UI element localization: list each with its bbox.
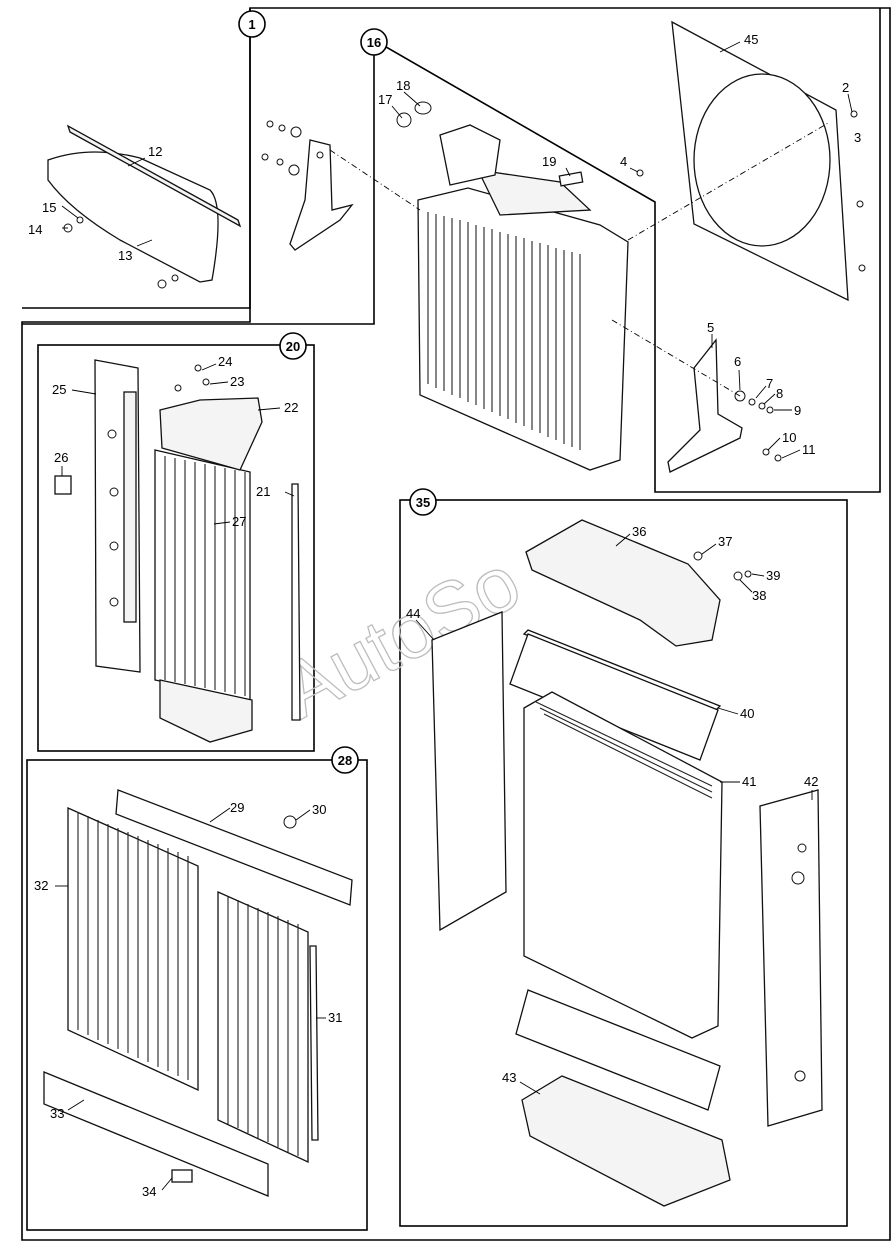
group-marker-28: 28 [331,746,359,774]
callout-41: 41 [742,774,756,789]
label-26 [54,475,72,495]
gasket-40-bottom [515,989,721,1111]
callout-13: 13 [118,248,132,263]
callout-45: 45 [744,32,758,47]
callout-6: 6 [734,354,741,369]
callout-26: 26 [54,450,68,465]
callout-39: 39 [766,568,780,583]
callout-23: 23 [230,374,244,389]
washer-38 [733,571,743,581]
frame-group-28 [26,759,368,1231]
svg-text:35: 35 [416,495,430,510]
callout-11: 11 [802,442,816,457]
upper-tank-36 [525,519,721,647]
group-1-parts [47,120,354,289]
side-plate-44 [431,611,507,932]
frame-group-35 [399,499,848,1227]
callout-27: 27 [232,514,246,529]
washer-15 [76,216,84,224]
callout-15: 15 [42,200,56,215]
callout-2: 2 [842,80,849,95]
cover-plate-13 [47,151,219,283]
group-marker-35: 35 [409,488,437,516]
callout-5: 5 [707,320,714,335]
callout-34: 34 [142,1184,156,1199]
radiator-assembly-16 [396,101,644,471]
callout-44: 44 [406,606,420,621]
label-34 [171,1169,193,1183]
callout-24: 24 [218,354,232,369]
seal-strip-21 [291,483,301,721]
mount-bracket-1 [289,139,354,251]
leader-lines [55,41,853,1191]
bolt-39 [744,570,752,578]
callout-17: 17 [378,92,392,107]
callout-18: 18 [396,78,410,93]
top-bracket-29 [115,789,353,906]
callout-19: 19 [542,154,556,169]
svg-text:1: 1 [248,17,255,32]
callout-25: 25 [52,382,66,397]
callout-8: 8 [776,386,783,401]
callout-38: 38 [752,588,766,603]
mount-bracket-5 [667,338,782,473]
callout-40: 40 [740,706,754,721]
callout-7: 7 [766,376,773,391]
group-marker-1: 1 [238,10,266,38]
callout-36: 36 [632,524,646,539]
frame-group-20 [37,344,315,752]
callout-14: 14 [28,222,42,237]
callout-42: 42 [804,774,818,789]
label-19 [558,171,584,187]
callout-30: 30 [312,802,326,817]
group-marker-16: 16 [360,28,388,56]
lower-tank-43 [521,1075,731,1207]
svg-text:16: 16 [367,35,381,50]
bolt-4 [636,169,644,177]
bolt-37 [693,551,703,561]
radiator-fins [427,212,581,450]
callout-31: 31 [328,1010,342,1025]
callout-12: 12 [148,144,162,159]
callout-labels: 2 3 4 5 6 7 8 9 10 11 12 13 14 15 17 18 … [28,32,861,1199]
group-marker-20: 20 [279,332,307,360]
callout-9: 9 [794,403,801,418]
callout-32: 32 [34,878,48,893]
callout-22: 22 [284,400,298,415]
callout-10: 10 [782,430,796,445]
frame-group-16 [22,8,881,493]
bottom-bracket-33 [43,1071,269,1197]
coolers-group-28 [43,789,353,1197]
callout-21: 21 [256,484,270,499]
frame-group-1 [22,8,251,309]
svg-text:28: 28 [338,753,352,768]
radiator-core-group-35 [431,519,823,1207]
svg-text:20: 20 [286,339,300,354]
charge-air-cooler-20 [54,359,301,743]
callout-43: 43 [502,1070,516,1085]
main-frame [21,7,891,1241]
seal-strip-12 [66,124,242,228]
fan-shroud-45 [671,20,866,302]
side-plate-42 [759,789,823,1127]
grommet-30 [283,815,297,829]
callout-33: 33 [50,1106,64,1121]
callout-4: 4 [620,154,627,169]
callout-29: 29 [230,800,244,815]
bolt-set-bracket [261,120,302,176]
callout-37: 37 [718,534,732,549]
callout-3: 3 [854,130,861,145]
